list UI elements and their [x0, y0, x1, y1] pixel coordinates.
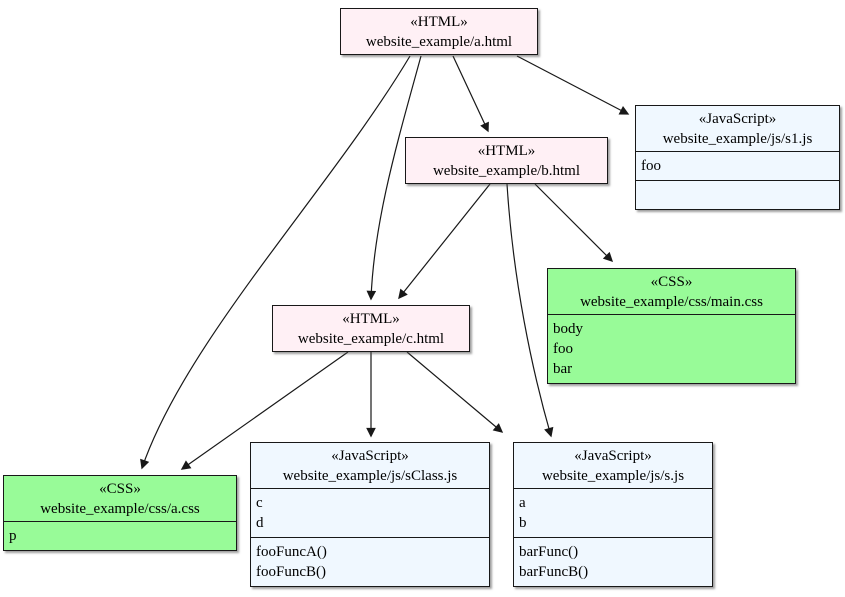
node-title: website_example/js/s1.js — [662, 131, 813, 147]
attributes-compartment: body foo bar — [548, 314, 795, 383]
member-row: barFuncB() — [519, 564, 589, 580]
node-header: «CSS» website_example/css/a.css — [4, 476, 236, 521]
attributes-compartment: foo — [636, 151, 839, 180]
member-row: barFunc() — [519, 544, 579, 560]
node-stereotype: «HTML» — [342, 311, 400, 327]
edge-a-html-to-a-css — [140, 55, 411, 470]
functions-compartment — [636, 180, 839, 209]
node-title: website_example/css/main.css — [580, 294, 763, 310]
member-row: fooFuncA() — [256, 544, 327, 560]
member-row: fooFuncB() — [256, 564, 326, 580]
edge-a-html-to-b-html — [452, 55, 489, 133]
node-b-html: «HTML» website_example/b.html — [405, 137, 608, 184]
member-row: p — [9, 528, 17, 544]
functions-compartment: fooFuncA() fooFuncB() — [251, 537, 489, 586]
node-title: website_example/css/a.css — [40, 501, 200, 517]
node-stereotype: «HTML» — [410, 14, 468, 30]
node-header: «CSS» website_example/css/main.css — [548, 269, 795, 314]
functions-compartment: barFunc() barFuncB() — [514, 537, 712, 586]
node-a-html: «HTML» website_example/a.html — [340, 8, 538, 55]
node-stereotype: «HTML» — [477, 143, 536, 159]
node-header: «JavaScript» website_example/js/s1.js — [636, 106, 839, 151]
member-row: body — [553, 321, 583, 337]
node-title: website_example/js/sClass.js — [282, 468, 458, 484]
node-header: «JavaScript» website_example/js/sClass.js — [251, 443, 489, 488]
node-sclass-js: «JavaScript» website_example/js/sClass.js… — [250, 442, 490, 587]
edge-a-html-to-s1-js — [516, 55, 630, 115]
member-row: b — [519, 515, 527, 531]
edge-c-html-to-a-css — [180, 351, 349, 470]
member-row: d — [256, 515, 264, 531]
edge-b-html-to-c-html — [398, 183, 491, 300]
node-header: «HTML» website_example/b.html — [406, 138, 607, 183]
member-row: c — [256, 495, 263, 511]
node-title: website_example/a.html — [365, 34, 513, 50]
edge-c-html-to-s-js — [406, 351, 504, 433]
attributes-compartment: p — [4, 521, 236, 550]
node-stereotype: «JavaScript» — [574, 448, 652, 464]
node-title: website_example/b.html — [432, 163, 581, 179]
member-row: foo — [641, 158, 661, 174]
node-c-html: «HTML» website_example/c.html — [272, 305, 470, 352]
member-row: bar — [553, 361, 573, 377]
node-title: website_example/js/s.js — [541, 468, 685, 484]
node-title: website_example/c.html — [297, 331, 445, 347]
node-header: «JavaScript» website_example/js/s.js — [514, 443, 712, 488]
node-stereotype: «CSS» — [99, 481, 141, 497]
node-stereotype: «CSS» — [650, 274, 693, 290]
member-row: a — [519, 495, 526, 511]
edge-b-html-to-main-css — [534, 183, 614, 263]
edge-b-html-to-s-js — [506, 183, 554, 438]
node-stereotype: «JavaScript» — [331, 448, 409, 464]
member-row: foo — [553, 341, 573, 357]
node-header: «HTML» website_example/c.html — [273, 306, 469, 351]
edge-a-html-to-c-html — [366, 55, 422, 301]
node-header: «HTML» website_example/a.html — [341, 9, 537, 54]
node-stereotype: «JavaScript» — [698, 111, 777, 127]
